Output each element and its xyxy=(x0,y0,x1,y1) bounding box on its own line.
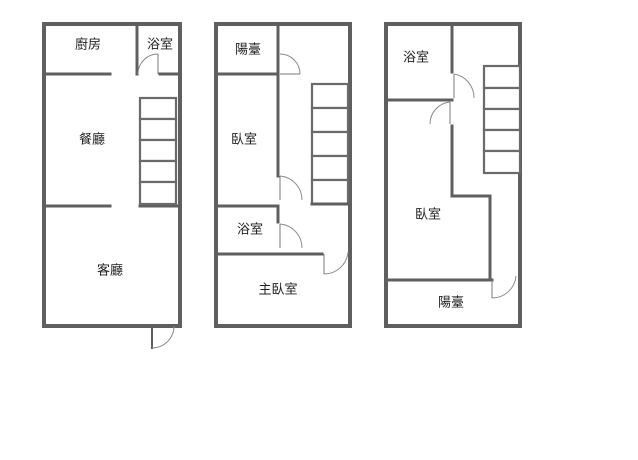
floor-1-bath-door xyxy=(137,53,159,75)
floor-2-balcony-door xyxy=(279,53,301,75)
floor-3-stairs xyxy=(482,64,522,175)
floor-2-master-door xyxy=(323,251,349,275)
floor-1-dining-label: 餐廳 xyxy=(79,132,105,148)
floor-2-bath-label: 浴室 xyxy=(237,222,263,238)
floor-3-balcony-label: 陽臺 xyxy=(438,296,464,311)
floor-3-bath-label: 浴室 xyxy=(403,50,429,66)
floor-1-plan: 廚房 浴室 餐廳 客廳 xyxy=(42,22,182,349)
floor-2-outer-wall xyxy=(214,22,352,328)
floor-3-bath-door xyxy=(453,73,475,99)
floor-2-bedroom-label: 臥室 xyxy=(231,132,257,148)
floor-1-bath-label: 浴室 xyxy=(147,37,173,53)
floor-2-bath-door xyxy=(279,223,303,249)
floor-2-stairs xyxy=(310,82,350,206)
floor-3-bedroom-door xyxy=(429,101,451,125)
floor-2-bedroom-door xyxy=(279,175,303,201)
floor-2-balcony-label: 陽臺 xyxy=(235,43,261,58)
floor-3-bedroom-label: 臥室 xyxy=(415,207,441,223)
floor-2-master-label: 主臥室 xyxy=(258,282,297,298)
floor-3-balcony-door xyxy=(491,275,517,299)
floor-1-outer-wall xyxy=(42,22,182,328)
floor-1-living-label: 客廳 xyxy=(97,263,123,279)
floor-2-plan: 陽臺 臥室 浴室 主臥室 xyxy=(214,22,352,328)
floor-3-plan: 浴室 臥室 陽臺 xyxy=(384,22,522,328)
floor-1-stairs xyxy=(138,96,178,206)
floor-1-kitchen-label: 廚房 xyxy=(75,37,101,53)
floor-1-entrance-door xyxy=(151,325,175,349)
